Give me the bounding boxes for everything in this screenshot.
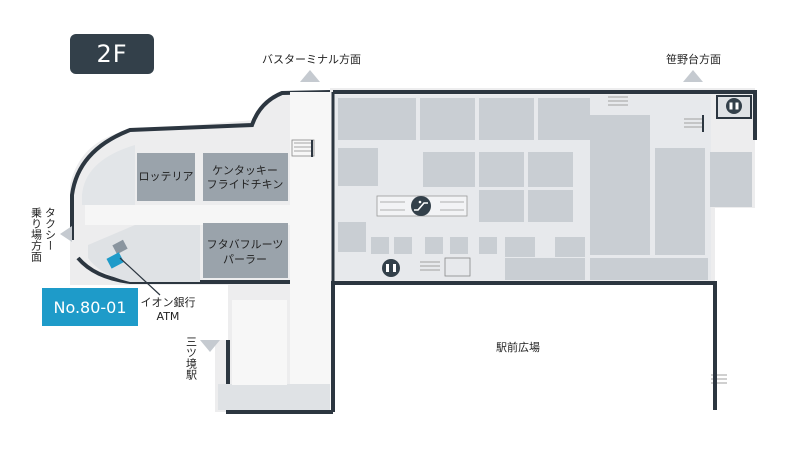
direction-taxi-1: タクシー [44,207,57,251]
elevator-icon-glyph [729,102,739,110]
direction-arrow-icon [60,226,72,242]
wall-plaza [331,281,717,412]
shop-kfc-label-1: ケンタッキー [212,164,278,177]
direction-mitsukyo: 三ツ境駅 [185,336,198,381]
elevator-icon [382,259,400,277]
shop-futaba [203,223,288,278]
atm-type-label: ATM [157,310,180,323]
atm-bank-label: イオン銀行 [141,295,196,309]
shop-futaba-label-2: パーラー [223,253,267,266]
stairs-left [291,139,315,157]
direction-sasanodai: 笹野台方面 [666,52,721,66]
area-left-top [82,145,135,205]
escalator-icon-glyph [414,202,428,211]
elevator-icon-glyph [386,264,396,272]
wall-curve-corner [76,256,290,284]
atm-leader-line [119,257,161,296]
shop-lotteria [137,153,195,201]
area-left-corridor [85,205,295,225]
direction-arrow-icon [300,70,320,82]
area-mitsukyo-gap [232,300,287,385]
direction-arrow-icon [200,340,220,352]
stairs-icon [294,142,312,152]
shop-futaba-label-1: フタバフルーツ [207,238,284,251]
direction-arrow-icon [683,70,703,82]
direction-taxi-2: 乗り場方面 [30,207,43,262]
wall-right-top [333,90,757,140]
plaza-area [338,290,710,410]
direction-bus-terminal: バスターミナル方面 [262,52,361,66]
stairs-plaza [444,257,471,277]
atm-machine-2 [106,252,124,269]
plaza-label: 駅前広場 [496,340,540,354]
elevator-icon [726,98,742,114]
wall-mitsukyo [226,340,333,414]
escalator-lines [380,201,464,211]
atm-machine-1 [112,239,128,255]
atm-number-tag: No.80-01 [42,288,138,326]
escalator-icon-dot [418,200,422,204]
area-mitsukyo-block [218,384,330,410]
floor-badge: 2F [70,34,154,74]
shop-blocks-right [338,98,752,280]
shop-kfc [203,153,288,201]
area-atm-room [88,225,200,282]
shop-kfc-label-2: フライドチキン [207,178,284,191]
shop-lotteria-label: ロッテリア [139,170,194,183]
wall-left-building [70,90,331,240]
